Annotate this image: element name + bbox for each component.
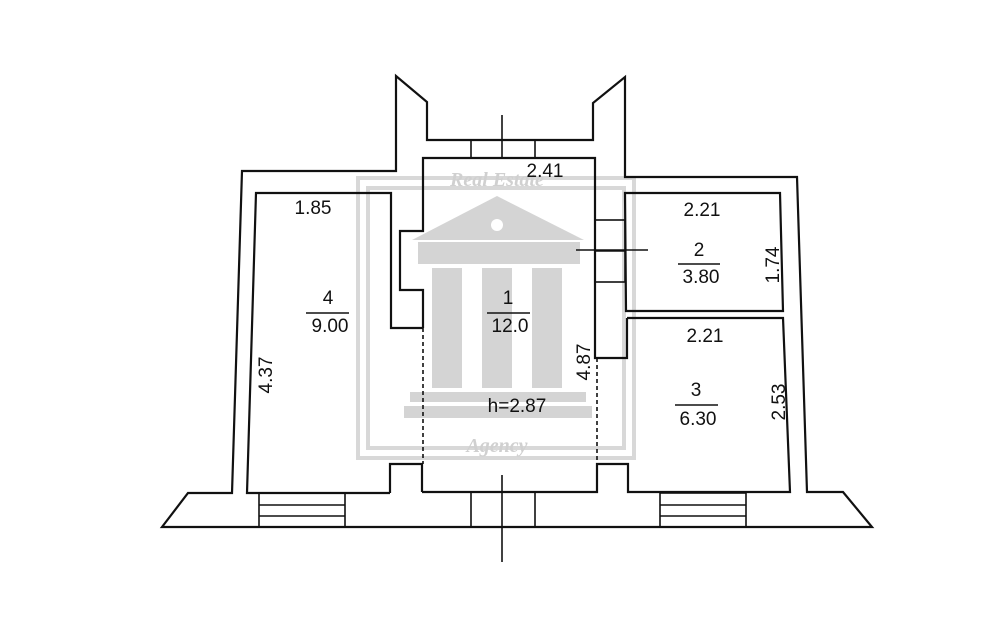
room-1-number: 1 bbox=[503, 288, 514, 309]
steps-left bbox=[258, 492, 346, 528]
room-2-area: 3.80 bbox=[683, 267, 720, 288]
ceiling-height: h=2.87 bbox=[488, 396, 547, 417]
room-1-outline bbox=[398, 156, 629, 360]
outer-wall bbox=[159, 73, 875, 529]
room-4-length: 4.37 bbox=[256, 357, 277, 394]
window bbox=[470, 139, 536, 159]
room-1-width: 2.41 bbox=[527, 161, 564, 182]
room-4-area: 9.00 bbox=[312, 316, 349, 337]
room-1-area: 12.0 bbox=[492, 316, 529, 337]
room-1-length: 4.87 bbox=[574, 344, 595, 381]
steps-right bbox=[659, 492, 747, 528]
room-3-length: 2.53 bbox=[769, 384, 790, 421]
room-4-bottom-notch bbox=[388, 462, 424, 493]
watermark-bottom-text: Agency bbox=[464, 435, 527, 457]
room-2-length: 1.74 bbox=[763, 246, 784, 283]
entrance-door bbox=[470, 491, 536, 528]
room-1-bottom bbox=[422, 316, 792, 494]
room-3-number: 3 bbox=[691, 380, 702, 401]
room-4-number: 4 bbox=[323, 288, 334, 309]
room-2-width: 2.21 bbox=[684, 200, 721, 221]
room-2-number: 2 bbox=[694, 240, 705, 261]
watermark-logo: Real Estate Agency bbox=[356, 169, 636, 460]
room-3-area: 6.30 bbox=[680, 409, 717, 430]
watermark-top-text: Real Estate bbox=[449, 169, 544, 191]
room-3-width: 2.21 bbox=[687, 326, 724, 347]
room-4-width: 1.85 bbox=[295, 198, 332, 219]
